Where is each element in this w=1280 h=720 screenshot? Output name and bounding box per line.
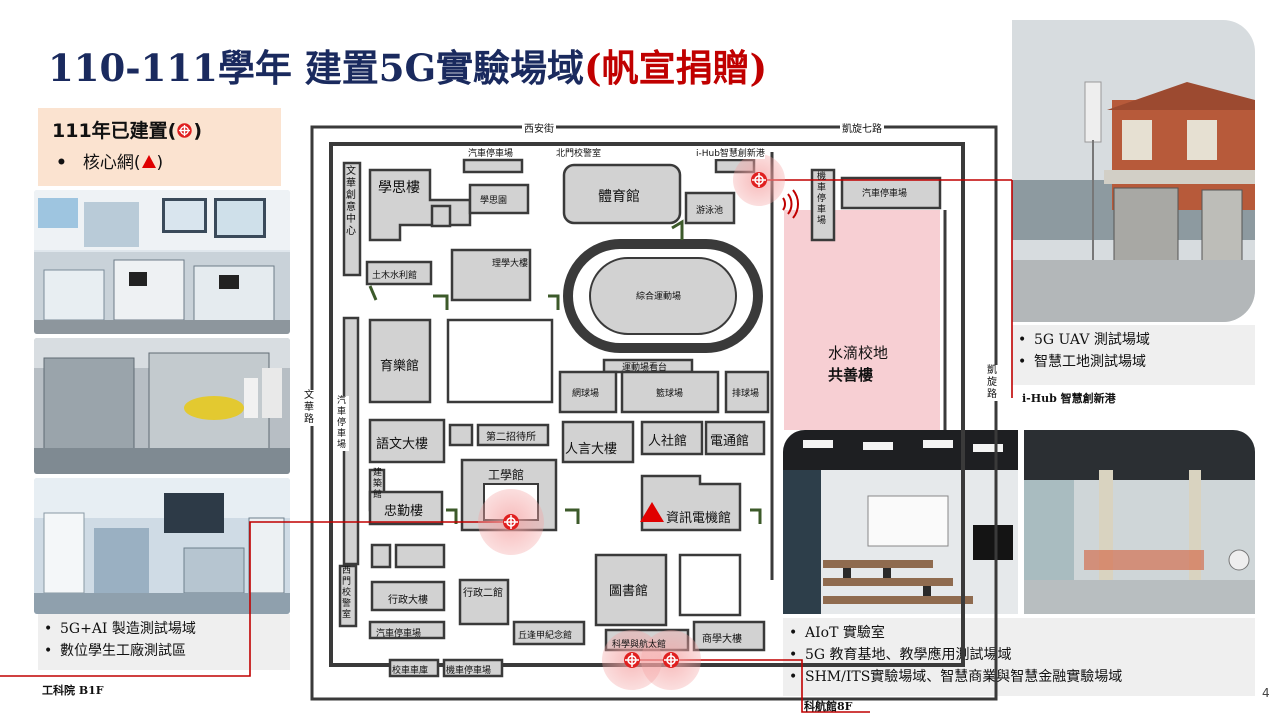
built-legend-item: •核心網() <box>56 153 164 173</box>
ihub-label: i-Hub 智慧創新港 <box>1022 392 1116 405</box>
5g-node-icon <box>177 123 193 138</box>
page-number: 4 <box>1262 686 1270 700</box>
smart-factory-photo <box>34 190 290 334</box>
5g-node-ihub <box>733 154 785 206</box>
core-network-triangle-icon <box>141 155 156 168</box>
caption-item: AIoT 實驗室 <box>783 622 1255 644</box>
digital-factory-photo <box>34 478 290 614</box>
caption-item: SHM/ITS實驗場域、智慧商業與智慧金融實驗場域 <box>783 666 1255 688</box>
aiot-lab-photo <box>783 430 1018 614</box>
bottom-right-caption: AIoT 實驗室 5G 教育基地、教學應用測試場域 SHM/ITS實驗場域、智慧… <box>783 618 1255 696</box>
built-legend-heading: 111年已建置() <box>52 120 203 142</box>
left-caption: 5G+AI 製造測試場域 數位學生工廠測試區 <box>38 614 290 670</box>
top-right-caption: 5G UAV 測試場域 智慧工地測試場域 <box>1012 325 1255 385</box>
uav-site-photo <box>1012 20 1255 322</box>
caption-item: 智慧工地測試場域 <box>1012 351 1255 373</box>
kehang-label: 科航館8F <box>804 700 853 713</box>
5g-node-kehang-2 <box>641 630 701 690</box>
shm-its-hall-photo <box>1024 430 1255 614</box>
caption-item: 數位學生工廠測試區 <box>38 640 290 662</box>
caption-item: 5G+AI 製造測試場域 <box>38 618 290 640</box>
caption-item: 5G UAV 測試場域 <box>1012 329 1255 351</box>
built-legend-box: 111年已建置() •核心網() <box>38 108 281 186</box>
5g-node-engineering <box>478 489 544 555</box>
page-title: 110-111學年 建置5G實驗場域(帆宣捐贈) <box>48 46 768 90</box>
gongke-label: 工科院 B1F <box>42 684 104 697</box>
caption-item: 5G 教育基地、教學應用測試場域 <box>783 644 1255 666</box>
robot-arm-photo <box>34 338 290 474</box>
